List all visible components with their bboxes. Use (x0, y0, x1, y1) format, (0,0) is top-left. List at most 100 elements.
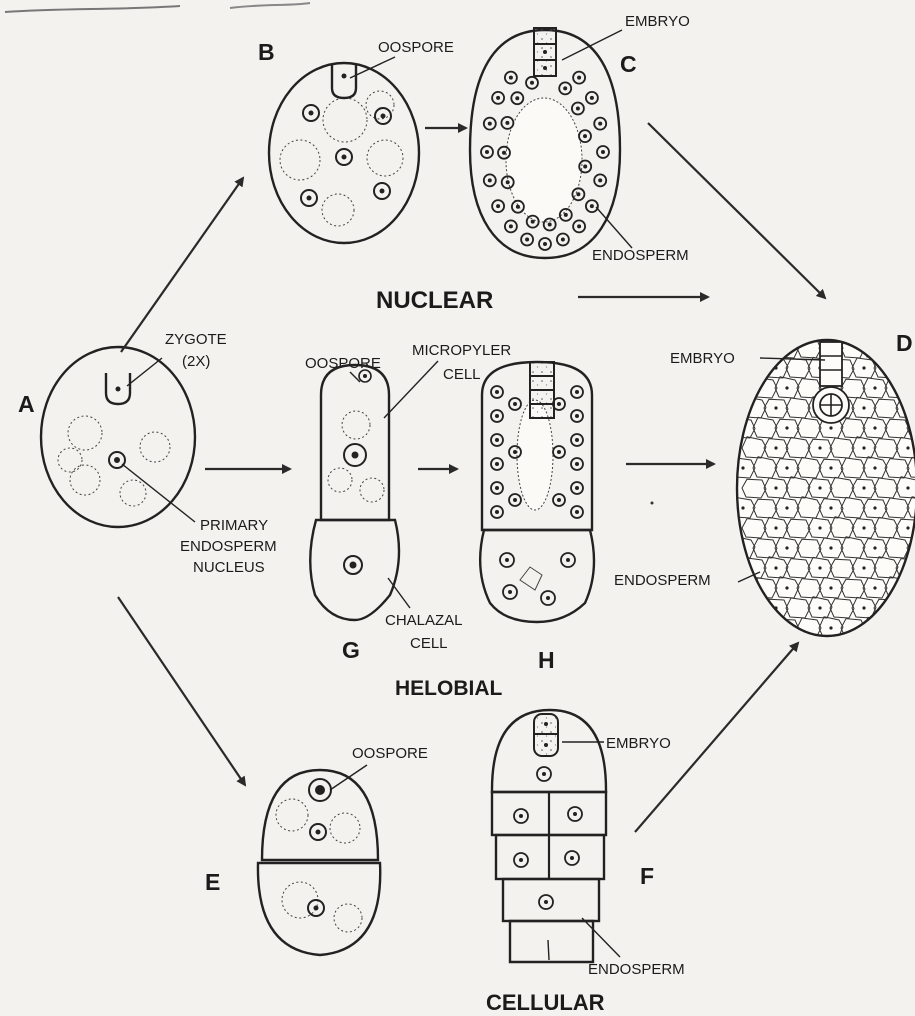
endosperm-d-label: ENDOSPERM (614, 572, 711, 589)
endosperm-cell (830, 638, 854, 658)
endosperm-cell-nucleus (862, 566, 865, 569)
endosperm-cell-nucleus (818, 526, 821, 529)
free-nuclei-b (301, 105, 391, 206)
chalazal-label-line2: CELL (410, 635, 448, 652)
free-nucleus-dot (513, 450, 517, 454)
endosperm-f-leader (582, 918, 620, 957)
endosperm-cell (764, 639, 788, 658)
endosperm-cell-nucleus (862, 446, 865, 449)
endosperm-cell-nucleus (818, 446, 821, 449)
free-nucleus-dot (495, 462, 499, 466)
endosperm-cell-nucleus (829, 466, 832, 469)
upper-chamber-e (262, 770, 378, 860)
endosperm-cell-nucleus (862, 646, 865, 649)
embryo-c-label: EMBRYO (625, 13, 690, 30)
cell-g-helobial-two-cell (310, 365, 399, 620)
chalazal-chamber-g (310, 520, 399, 620)
label-c: C (620, 51, 637, 77)
free-nucleus-dot (485, 150, 489, 154)
endosperm-cell (896, 637, 915, 658)
endosperm-cell (896, 359, 915, 378)
endosperm-cell-nucleus (774, 446, 777, 449)
free-nucleus-dot (575, 486, 579, 490)
endosperm-cell-nucleus (873, 506, 876, 509)
free-nucleus-dot (598, 178, 602, 182)
label-e: E (205, 869, 220, 895)
label-h: H (538, 647, 555, 673)
endosperm-cell-nucleus (906, 366, 909, 369)
free-nucleus-dot (590, 204, 594, 208)
zygote-ploidy-label: (2X) (182, 353, 210, 370)
endosperm-cell (742, 637, 766, 658)
endosperm-cell-nucleus (906, 486, 909, 489)
endosperm-cell (742, 597, 766, 618)
pen-label-line2: ENDOSPERM (180, 538, 277, 555)
embryo-f (534, 714, 558, 756)
endosperm-cell (852, 637, 876, 658)
micropyler-label-line2: CELL (443, 366, 481, 383)
endosperm-cell-nucleus (818, 486, 821, 489)
endosperm-cell-nucleus (741, 346, 744, 349)
label-g: G (342, 637, 360, 663)
endosperm-cell-nucleus (906, 646, 909, 649)
free-nucleus-dot (509, 76, 513, 80)
endosperm-cell-nucleus (862, 406, 865, 409)
endosperm-cell-nucleus (785, 586, 788, 589)
lower-chamber-e (258, 863, 380, 955)
free-nucleus-dot (575, 510, 579, 514)
helobial-type-label: HELOBIAL (395, 677, 503, 700)
endosperm-cell-nucleus (774, 486, 777, 489)
endosperm-cell-nucleus (873, 586, 876, 589)
free-nucleus-dot (557, 450, 561, 454)
free-nucleus-dot (515, 96, 519, 100)
free-nucleus-dot (502, 151, 506, 155)
endosperm-cell (753, 617, 777, 638)
endosperm-f-label: ENDOSPERM (588, 961, 685, 978)
free-nucleus-dot (564, 213, 568, 217)
free-nucleus-dot (583, 165, 587, 169)
free-nucleus-dot (516, 205, 520, 209)
endosperm-cell-nucleus (906, 526, 909, 529)
endosperm-cell (885, 619, 909, 638)
endosperm-cell-nucleus (873, 626, 876, 629)
zygote-leader (127, 358, 162, 386)
endosperm-cell (896, 598, 915, 618)
free-nucleus-dot (509, 224, 513, 228)
oospore-g-label: OOSPORE (305, 355, 381, 372)
endosperm-cell-nucleus (829, 586, 832, 589)
free-nucleus-dot (496, 204, 500, 208)
endosperm-cell-nucleus (741, 626, 744, 629)
endosperm-cell-nucleus (862, 486, 865, 489)
endosperm-cell-nucleus (862, 606, 865, 609)
endosperm-cell-nucleus (774, 566, 777, 569)
endosperm-cell-nucleus (785, 426, 788, 429)
free-nucleus-dot (495, 510, 499, 514)
endosperm-cell (786, 637, 810, 658)
free-nucleus-dot (575, 462, 579, 466)
endosperm-cell (907, 379, 915, 398)
nuclear-type-label: NUCLEAR (376, 287, 493, 314)
pen-label-line3: NUCLEUS (193, 559, 265, 576)
endosperm-cell (731, 579, 755, 598)
endosperm-cell-nucleus (829, 626, 832, 629)
endosperm-cell-nucleus (873, 546, 876, 549)
free-nucleus-dot (543, 242, 547, 246)
free-nucleus-dot (583, 134, 587, 138)
endosperm-cell-nucleus (785, 466, 788, 469)
pen-label-line1: PRIMARY (200, 517, 268, 534)
scan-smudge (230, 3, 310, 8)
endosperm-cell-nucleus (873, 386, 876, 389)
free-nucleus-dot (525, 238, 529, 242)
endosperm-cell (753, 339, 777, 358)
endosperm-cell-nucleus (785, 546, 788, 549)
arrow-a-to-e (118, 597, 245, 785)
cell-c-nuclear-late (470, 28, 620, 258)
label-d: D (896, 330, 913, 356)
free-nucleus-dot (577, 224, 581, 228)
endosperm-cell-nucleus (906, 566, 909, 569)
oospore-e-label: OOSPORE (352, 745, 428, 762)
endosperm-cell-nucleus (829, 546, 832, 549)
arrow-c-to-d (648, 123, 825, 298)
free-nucleus-dot (488, 178, 492, 182)
